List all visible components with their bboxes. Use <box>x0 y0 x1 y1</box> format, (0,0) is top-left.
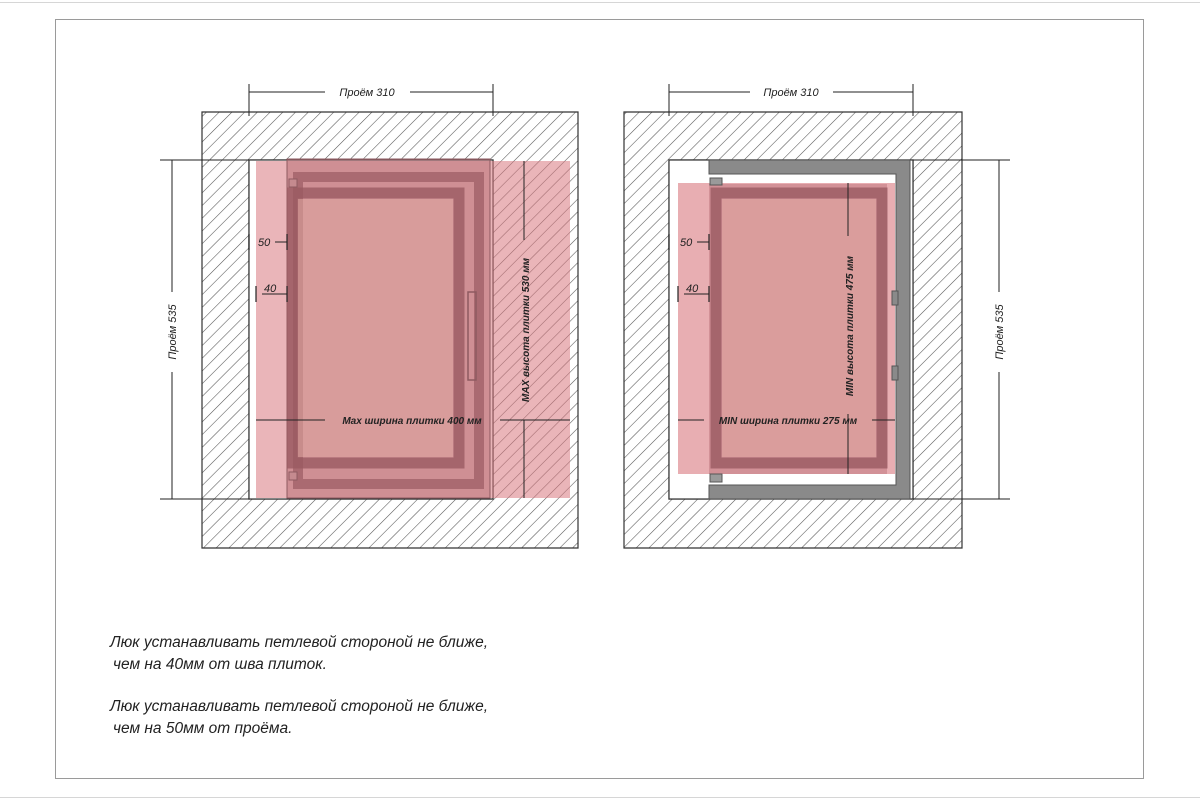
right-door-panel <box>722 199 876 457</box>
left-opening-width-label: Проём 310 <box>339 87 395 99</box>
right-opening-height-label: Проём 535 <box>994 303 1006 359</box>
left-opening-height-label: Проём 535 <box>167 303 179 359</box>
note-line: чем на 40мм от шва плиток. <box>113 656 327 673</box>
top-divider <box>0 2 1200 3</box>
right-opening-width-label: Проём 310 <box>763 87 819 99</box>
right-hinge-bottom-icon <box>709 473 723 483</box>
left-hinge-top-icon <box>288 178 298 188</box>
right-latch-bottom-icon <box>891 365 899 381</box>
right-offset-40-label: 40 <box>686 283 699 295</box>
left-tile-height-label: MAX высота плитки 530 мм <box>521 257 532 402</box>
left-door-panel <box>298 199 453 457</box>
left-latch-icon <box>467 291 477 381</box>
right-door-inner-frame <box>710 187 888 469</box>
left-diagram: Проём 310 Проём 535 50 40 Max ширина пли… <box>160 84 579 549</box>
right-steel-frame <box>708 159 911 500</box>
left-offset-50-label: 50 <box>258 237 271 249</box>
right-offset-50-label: 50 <box>680 237 693 249</box>
left-door-inner-frame <box>286 187 465 469</box>
left-tile-width-label: Max ширина плитки 400 мм <box>342 416 482 427</box>
note-line: Люк устанавливать петлевой стороной не б… <box>110 634 489 651</box>
right-diagram: Проём 310 Проём 535 50 40 MIN ширина пли… <box>623 84 1010 549</box>
right-hinge-top-icon <box>709 177 723 186</box>
right-tile-width-label: MIN ширина плитки 275 мм <box>719 416 858 427</box>
note-tile-seam: Люк устанавливать петлевой стороной не б… <box>110 632 488 676</box>
right-latch-top-icon <box>891 290 899 306</box>
right-tile-height-label: MIN высота плитки 475 мм <box>845 255 856 396</box>
installation-notes: Люк устанавливать петлевой стороной не б… <box>110 632 488 760</box>
note-line: Люк устанавливать петлевой стороной не б… <box>110 698 489 715</box>
bottom-divider <box>0 797 1200 798</box>
note-opening: Люк устанавливать петлевой стороной не б… <box>110 696 488 740</box>
left-offset-40-label: 40 <box>264 283 277 295</box>
left-hinge-bottom-icon <box>288 471 298 481</box>
note-line: чем на 50мм от проёма. <box>113 720 293 737</box>
